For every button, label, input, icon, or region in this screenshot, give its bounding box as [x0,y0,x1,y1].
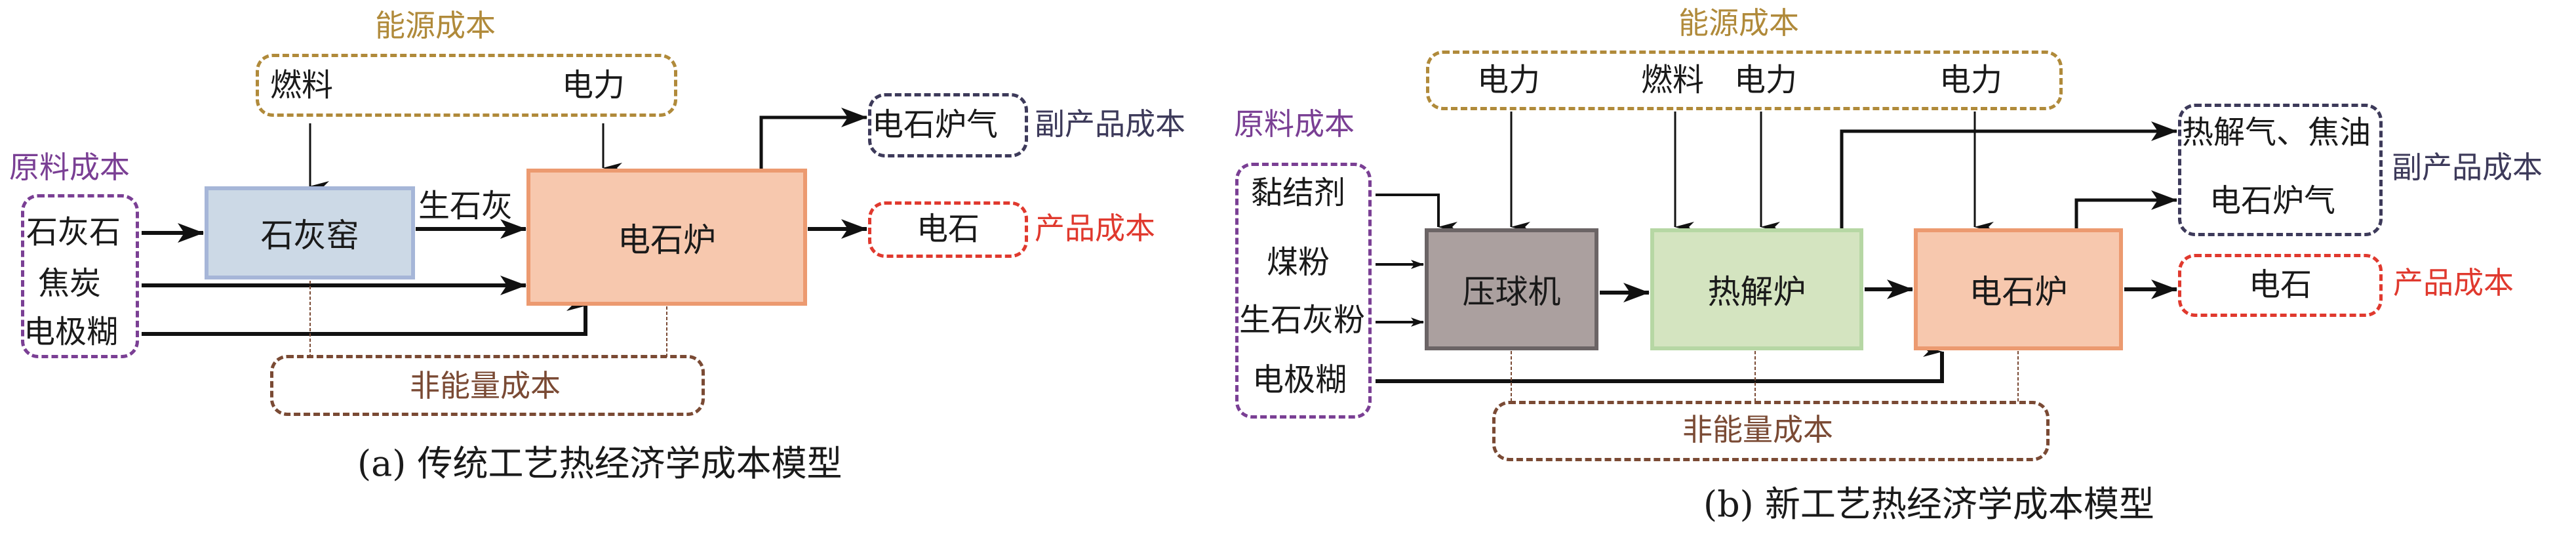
panel-b-product-cost-label: 产品成本 [2393,265,2514,300]
panel-b-non-energy-cost-group [1492,401,2050,461]
panel-a-energy-cost-label: 能源成本 [375,8,496,43]
panel-b-carbide-furnace-box: 电石炉 [1914,228,2123,350]
panel-b-by-product-group [2178,104,2383,236]
panel-b-raw-item-binder: 黏结剂 [1251,175,1346,211]
panel-a-quicklime-flow-label: 生石灰 [418,188,513,224]
panel-b-raw-item-electrode-paste: 电极糊 [1252,361,1347,398]
arrow-b-electrode-paste-to-carbide-furnace [1376,346,1944,383]
panel-b-energy-item-electricity-1: 电力 [1477,62,1541,98]
panel-a-raw-material-group [21,194,139,358]
panel-a-non-energy-cost-label: 非能量成本 [410,368,561,403]
panel-b-raw-item-quicklime-powder: 生石灰粉 [1239,302,1366,339]
panel-a-product-cost-label: 产品成本 [1035,211,1155,246]
panel-b-product-item-calcium-carbide: 电石 [2249,266,2312,303]
panel-b-by-product-item-furnace-gas: 电石炉气 [2209,182,2336,219]
panel-a-non-energy-cost-group [270,355,705,416]
panel-a-raw-item-limestone: 石灰石 [26,214,121,251]
panel-a-product-item-calcium-carbide: 电石 [917,211,980,247]
panel-b-by-product-item-pyrolysis-gas-tar: 热解气、焦油 [2182,114,2371,151]
panel-b-by-product-cost-label: 副产品成本 [2392,150,2543,185]
panel-a-lime-kiln-label: 石灰窑 [260,216,359,255]
panel-a-energy-cost-group [256,54,677,117]
panel-b-energy-cost-label: 能源成本 [1678,5,1799,41]
arrow-b-carbide-furnace-to-furnace-gas [2074,190,2177,228]
panel-a-carbide-furnace-label: 电石炉 [618,220,716,259]
panel-a-by-product-item-furnace-gas: 电石炉气 [872,106,999,143]
panel-a-by-product-cost-label: 副产品成本 [1035,106,1185,142]
panel-b-pyrolysis-furnace-box: 热解炉 [1650,228,1863,350]
panel-a-lime-kiln-box: 石灰窑 [205,186,415,279]
panel-b-product-group [2178,254,2383,317]
panel-b-pellet-press-label: 压球机 [1462,273,1561,311]
panel-a-energy-item-fuel: 燃料 [270,67,334,104]
panel-a-product-group [868,201,1028,258]
panel-b-raw-item-coal-powder: 煤粉 [1267,244,1330,281]
arrow-b-pyrolysis-to-gas-tar [1840,121,2177,228]
arrow-a-electrode-paste-to-carbide-furnace [142,300,587,336]
panel-a-caption: (a) 传统工艺热经济学成本模型 [357,443,842,484]
panel-b-pellet-press-box: 压球机 [1425,228,1598,350]
panel-b-carbide-furnace-label: 电石炉 [1969,273,2068,311]
panel-b-energy-item-fuel: 燃料 [1641,62,1705,98]
panel-b-raw-material-cost-label: 原料成本 [1234,106,1355,142]
panel-a-raw-item-electrode-paste: 电极糊 [24,314,119,350]
panel-b-non-energy-cost-label: 非能量成本 [1682,412,1833,447]
panel-a-raw-item-coke: 焦炭 [38,265,102,302]
panel-a-by-product-group [868,93,1028,157]
arrow-b-binder-to-pellet-press [1376,194,1457,232]
panel-b-energy-cost-group [1426,51,2063,110]
panel-b-energy-item-electricity-2: 电力 [1734,62,1798,98]
arrow-a-carbide-furnace-to-furnace-gas [759,108,867,169]
panel-b-pyrolysis-furnace-label: 热解炉 [1707,273,1806,311]
panel-b-energy-item-electricity-3: 电力 [1939,62,2003,98]
panel-a-raw-material-cost-label: 原料成本 [9,150,130,185]
panel-b-caption: (b) 新工艺热经济学成本模型 [1703,484,2154,525]
panel-a-energy-item-electricity: 电力 [562,67,625,104]
panel-a-carbide-furnace-box: 电石炉 [526,169,807,306]
panel-b-raw-material-group [1235,163,1372,419]
